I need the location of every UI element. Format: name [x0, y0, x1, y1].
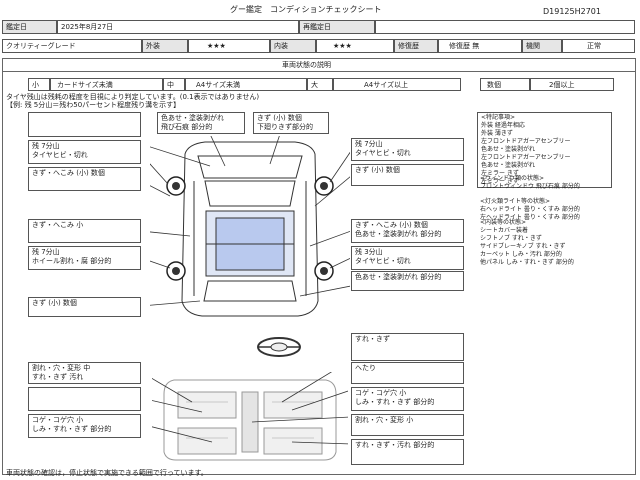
tire-note-2: 【例: 残 5分山＝残わ50パーセント程度残り溝を示す】 [6, 101, 181, 109]
section-title: 車両状態の説明 [282, 61, 331, 69]
note-left-6: きず (小) 数個 [28, 297, 141, 317]
interior-label: 内装 [270, 39, 316, 53]
inspection-date-label: 鑑定日 [2, 20, 57, 34]
note-interior-left-1: 割れ・穴・変形 中 すれ・きず 汚れ [28, 362, 141, 384]
note-right-5: 色あせ・塗装剥がれ 部分的 [351, 271, 464, 291]
mechanism-value: 正常 [562, 39, 635, 53]
note-interior-right-4: 割れ・穴・変形 小 [351, 414, 464, 436]
legend-small-label: 小 [28, 78, 50, 91]
note-interior-right-1: すれ・きず [351, 333, 464, 361]
section-header [2, 58, 636, 72]
car-top-view-diagram [150, 136, 350, 317]
note-interior-left-3: コゲ・コゲ穴 小 しみ・すれ・きず 部分的 [28, 414, 141, 438]
legend-medium-label: 中 [163, 78, 185, 91]
note-left-1 [28, 112, 141, 137]
mechanism-label: 機関 [522, 39, 562, 53]
note-interior-right-2: へたり [351, 362, 464, 384]
legend-count-value: 2個以上 [530, 78, 614, 91]
recheck-date-value [375, 20, 635, 34]
legend-count-label: 数個 [480, 78, 530, 91]
note-top-1: 色あせ・塗装剥がれ 飛び石痕 部分的 [157, 112, 245, 134]
window-condition-notes: <ウィンドウ類の状態> フロントウィンドウ 飛び石痕 部分的 [480, 175, 580, 190]
note-left-4: きず・へこみ 小 [28, 219, 141, 243]
special-notes: <特記事項> 外装 経過年相応 外装 薄きず 左フロントドアガーアセンブリー 色… [477, 112, 612, 188]
light-condition-notes: <灯火類ライト等の状態> 右ヘッドライト 曇り・くすみ 部分的 左ヘッドライト … [480, 198, 580, 221]
inspection-date-value: 2025年8月27日 [57, 20, 299, 34]
legend-large-value: A4サイズ以上 [333, 78, 461, 91]
footer-note: 車両状態の確認は，停止状態で実施できる範囲で行っています。 [6, 469, 208, 477]
note-interior-right-3: コゲ・コゲ穴 小 しみ・すれ・きず 部分的 [351, 387, 464, 411]
document-number: D19125H2701 [543, 7, 601, 16]
legend-small-value: カードサイズ未満 [50, 78, 163, 91]
interior-stars: ★★★ [316, 39, 394, 53]
note-left-5: 残 7分山 ホイール割れ・腐 部分的 [28, 246, 141, 270]
exterior-label: 外装 [142, 39, 188, 53]
repair-history-value: 修復歴 無 [438, 39, 522, 53]
note-left-2: 残 7分山 タイヤヒビ・切れ [28, 140, 141, 164]
note-top-2: きず (小) 数個 下廻りきず部分的 [253, 112, 329, 134]
note-right-1: 残 7分山 タイヤヒビ・切れ [351, 138, 464, 161]
note-interior-left-2 [28, 387, 141, 411]
exterior-stars: ★★★ [188, 39, 270, 53]
legend-large-label: 大 [307, 78, 333, 91]
note-right-2: きず (小) 数個 [351, 164, 464, 186]
recheck-date-label: 再鑑定日 [299, 20, 375, 34]
note-left-3: きず・へこみ (小) 数個 [28, 167, 141, 191]
steering-wheel-icon [257, 337, 301, 357]
sheet-title: グー鑑定 コンディションチェックシート [230, 5, 382, 14]
note-right-3: きず・へこみ (小) 数個 色あせ・塗装剥がれ 部分的 [351, 219, 464, 243]
repair-history-label: 修復歴 [394, 39, 438, 53]
quality-grade-label: クオリティーグレード [2, 39, 142, 53]
note-interior-right-5: すれ・きず・汚れ 部分的 [351, 439, 464, 465]
interior-seat-diagram [152, 372, 348, 461]
interior-condition-notes: <内装等の状態> シートカバー装着 シフトノブ すれ・きず サイドブレーキノブ … [480, 219, 574, 266]
tire-note-1: タイヤ残山は残耗の程度を目視により判定しています。(0.1表示ではありません) [6, 93, 260, 101]
note-right-4: 残 3分山 タイヤヒビ・切れ [351, 246, 464, 270]
legend-medium-value: A4サイズ未満 [185, 78, 307, 91]
